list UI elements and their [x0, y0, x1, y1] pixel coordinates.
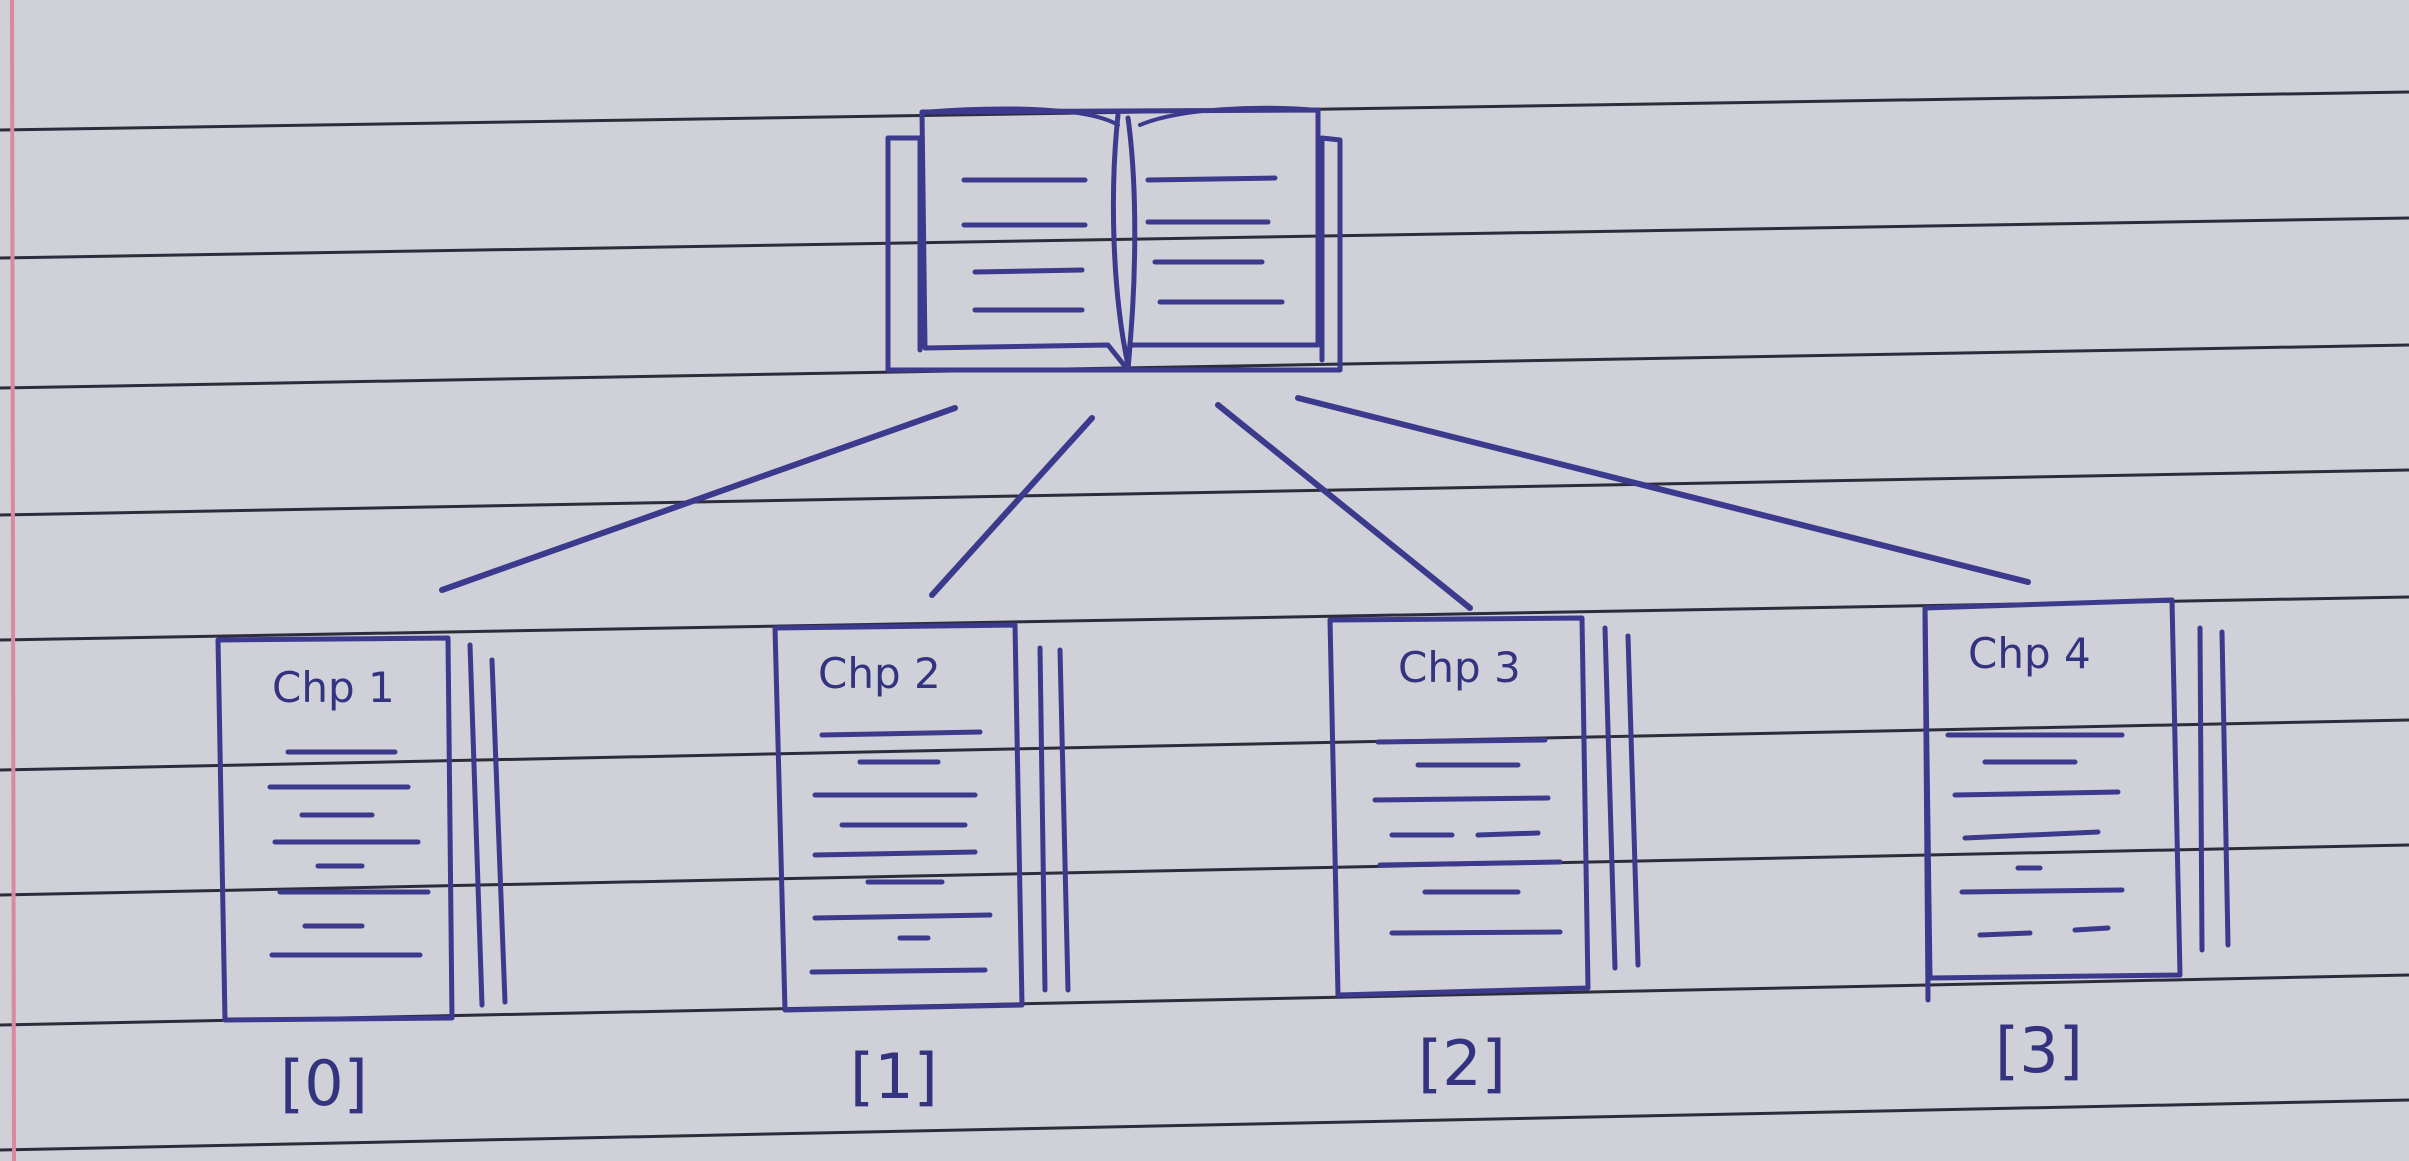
- document-stack-icon: [1922, 597, 2231, 1003]
- chapter-label: Chp 3: [1398, 643, 1521, 692]
- chapter-label: Chp 4: [1968, 629, 2091, 678]
- document-stack-icon: [772, 622, 1071, 1013]
- connector-0: [439, 405, 958, 593]
- margin-line: [10, 0, 16, 1161]
- open-book-icon: [885, 105, 1343, 373]
- ruled-lines: [0, 90, 2409, 1152]
- chapter-label: Chp 2: [818, 649, 941, 698]
- document-stack-icon: [215, 635, 508, 1023]
- connector-lines: [439, 395, 2031, 611]
- connector-1: [929, 415, 1095, 598]
- chapter-label: Chp 1: [272, 663, 395, 712]
- chapter-index: [2]: [1418, 1027, 1506, 1100]
- chapter-index: [0]: [280, 1047, 368, 1120]
- chapter-index: [1]: [850, 1040, 938, 1113]
- document-stack-icon: [1327, 615, 1641, 998]
- connector-3: [1295, 395, 2031, 585]
- chapter-index: [3]: [1995, 1014, 2083, 1087]
- connector-2: [1215, 402, 1473, 611]
